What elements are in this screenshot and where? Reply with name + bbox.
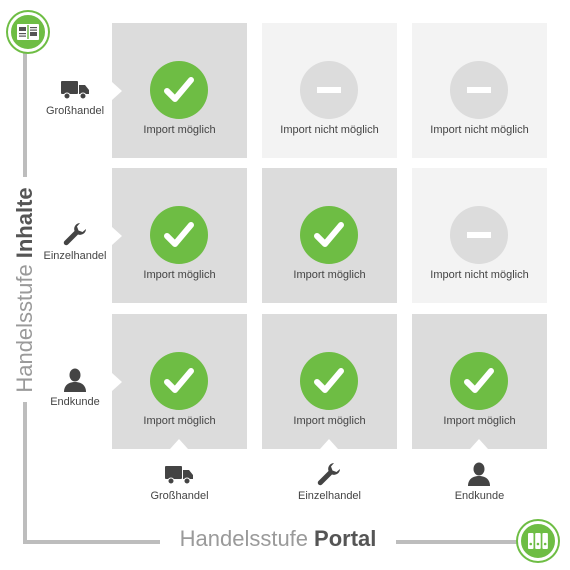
check-icon [300,352,358,410]
cell-status-label: Import nicht möglich [430,124,529,136]
check-icon [150,61,208,119]
minus-icon [300,61,358,119]
truck-icon [55,73,95,105]
check-icon [300,206,358,264]
minus-icon [450,206,508,264]
truck-icon [159,458,199,490]
matrix-cell: Import nicht möglich [412,23,547,158]
column-label: Einzelhandel [298,490,361,502]
matrix-cell: Import möglich [112,168,247,303]
matrix-cell: Import möglich [262,168,397,303]
matrix-cell: Import nicht möglich [412,168,547,303]
column-label: Endkunde [454,490,505,502]
catalog-icon [8,12,48,52]
matrix-cell: Import nicht möglich [262,23,397,158]
matrix-cell: Import möglich [112,23,247,158]
person-icon [459,458,499,490]
row-pointer-arrow [112,373,122,391]
cell-status-label: Import möglich [443,415,516,427]
column-pointer-arrow [320,439,338,449]
y-axis-title-bold: Inhalte [12,186,37,258]
matrix-cell: Import möglich [412,314,547,449]
cell-status-label: Import möglich [293,269,366,281]
cell-status-label: Import möglich [143,269,216,281]
wrench-icon [309,458,349,490]
column-pointer-arrow [470,439,488,449]
check-icon [150,206,208,264]
matrix-cell: Import möglich [112,314,247,449]
check-icon [150,352,208,410]
y-axis-title-light: Handelsstufe [12,263,37,393]
binders-icon [518,521,558,561]
cell-status-label: Import möglich [143,415,216,427]
person-icon [55,364,95,396]
row-label: Großhandel [45,105,105,117]
column-pointer-arrow [170,439,188,449]
matrix-cell: Import möglich [262,314,397,449]
row-label: Einzelhandel [43,250,107,262]
wrench-icon [55,218,95,250]
cell-status-label: Import möglich [293,415,366,427]
row-label: Endkunde [50,396,100,408]
x-axis-title-bold: Portal [314,526,377,551]
cell-status-label: Import nicht möglich [430,269,529,281]
column-label: Großhandel [150,490,209,502]
x-axis-title-light: Handelsstufe [179,526,309,551]
row-pointer-arrow [112,82,122,100]
row-pointer-arrow [112,227,122,245]
cell-status-label: Import nicht möglich [280,124,379,136]
check-icon [450,352,508,410]
y-axis-title: Handelsstufe Inhalte [8,177,42,402]
cell-status-label: Import möglich [143,124,216,136]
minus-icon [450,61,508,119]
